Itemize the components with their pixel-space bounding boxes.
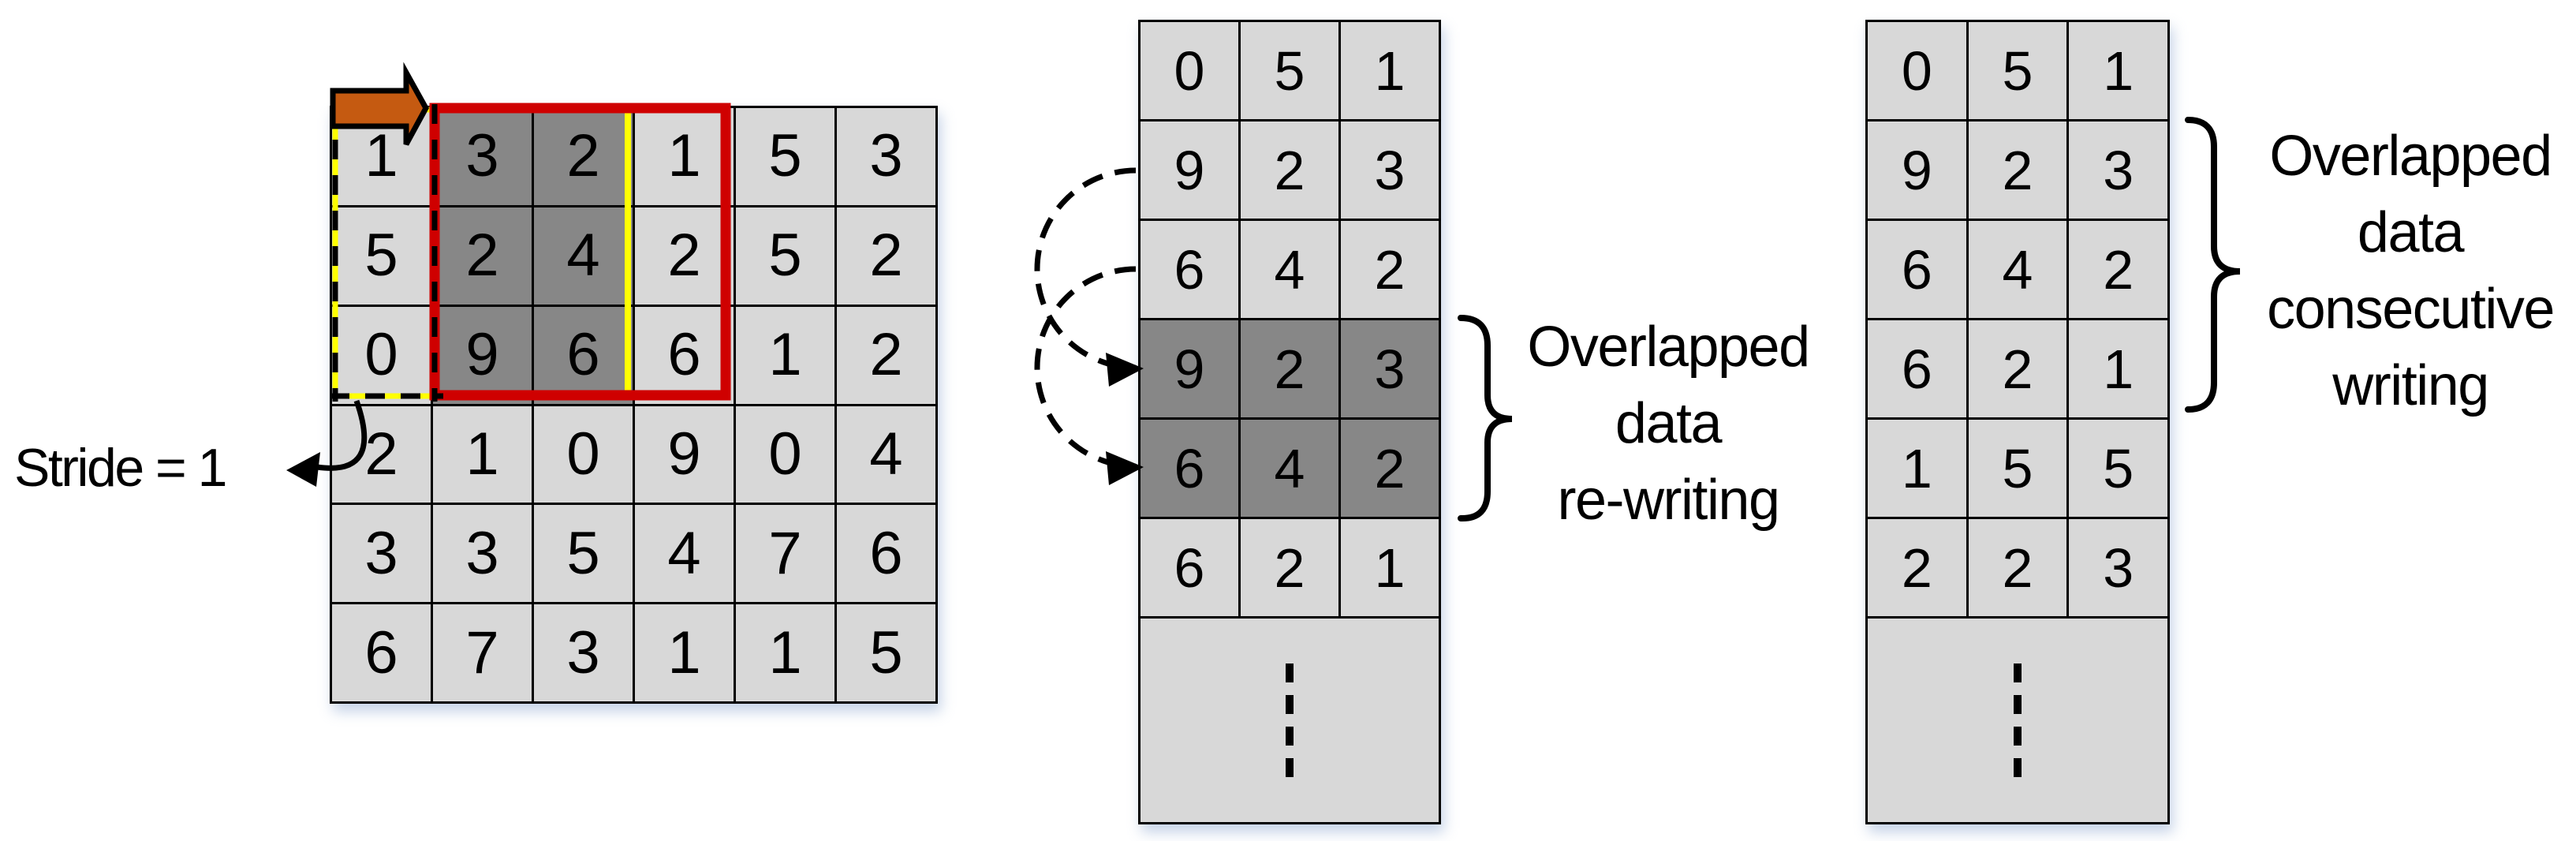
grid-cell: 9 [635,406,734,503]
grid-cell: 4 [837,406,935,503]
grid-cell: 2 [837,306,935,404]
grid-cell: 6 [534,306,633,404]
grid-cell: 5 [837,604,935,701]
grid-cell: 5 [534,505,633,603]
grid-cell: 3 [837,108,935,205]
grid-cell: 1 [433,406,532,503]
rewrite-label-line: re-writing [1557,469,1780,532]
rewrite-arc-2 [1034,266,1137,469]
consecutive-brace [2185,117,2241,413]
grid-cell: 7 [736,505,834,603]
grid-cell: 5 [1968,420,2067,517]
grid-cell: 2 [1241,519,1338,616]
grid-cell: 2 [837,207,935,305]
grid-cell: 7 [433,604,532,701]
grid-cell: 2 [1968,519,2067,616]
grid-cell: 6 [1868,221,1966,318]
grid-cell: 4 [534,207,633,305]
grid-cell: 2 [1241,121,1338,219]
grid-cell: 0 [534,406,633,503]
grid-cell: 6 [1141,221,1238,318]
consecutive-label-line: writing [2332,354,2489,417]
ellipsis-cell [1141,619,1439,822]
grid-cell: 1 [635,604,734,701]
grid-cell: 3 [1341,320,1439,417]
grid-cell: 9 [1141,320,1238,417]
grid-cell: 5 [2069,420,2167,517]
grid-cell: 3 [433,108,532,205]
vertical-ellipsis-icon [1286,663,1294,777]
grid-cell: 0 [1141,22,1238,119]
grid-cell: 3 [1341,121,1439,219]
grid-cell: 4 [1968,221,2067,318]
grid-cell: 1 [332,108,431,205]
grid-cell: 1 [1868,420,1966,517]
grid-cell: 5 [1241,22,1338,119]
consecutive-label-line: Overlapped [2269,125,2552,188]
grid-cell: 0 [1868,22,1966,119]
grid-cell: 4 [1241,420,1338,517]
grid-cell: 1 [635,108,734,205]
grid-cell: 3 [534,604,633,701]
grid-cell: 6 [332,604,431,701]
rewrite-arc-1 [1034,167,1137,371]
grid-cell: 3 [2069,121,2167,219]
grid-cell: 3 [332,505,431,603]
stride-label: Stride = 1 [14,438,227,498]
rewrite-label-line: data [1615,392,1723,455]
grid-cell: 4 [1241,221,1338,318]
rewrite-brace [1458,315,1513,522]
grid-cell: 1 [736,604,834,701]
grid-cell: 9 [1868,121,1966,219]
consecutive-label-line: data [2357,201,2465,264]
grid-cell: 2 [1968,121,2067,219]
grid-cell: 9 [433,306,532,404]
grid-cell: 6 [1868,320,1966,417]
grid-cell: 5 [1968,22,2067,119]
grid-cell: 6 [1141,519,1238,616]
grid-cell: 4 [635,505,734,603]
grid-cell: 3 [2069,519,2167,616]
grid-cell: 2 [1341,221,1439,318]
rewrite-label: Overlapped data re-writing [1506,309,1830,539]
grid-cell: 6 [837,505,935,603]
grid-cell: 9 [1141,121,1238,219]
consecutive-label-line: consecutive [2267,278,2555,341]
ellipsis-cell [1868,619,2167,822]
grid-cell: 5 [736,207,834,305]
grid-cell: 5 [332,207,431,305]
grid-cell: 1 [1341,22,1439,119]
consecutive-label: Overlapped data consecutive writing [2248,118,2573,424]
grid-cell: 2 [1241,320,1338,417]
grid-cell: 6 [1141,420,1238,517]
grid-cell: 2 [433,207,532,305]
grid-cell: 0 [332,306,431,404]
grid-cell: 0 [736,406,834,503]
grid-cell: 2 [1968,320,2067,417]
grid-cell: 3 [433,505,532,603]
grid-cell: 1 [1341,519,1439,616]
grid-cell: 6 [635,306,734,404]
grid-cell: 2 [635,207,734,305]
grid-cell: 2 [332,406,431,503]
stride-pointer-arrowhead-icon [286,452,320,487]
grid-cell: 2 [1868,519,1966,616]
grid-cell: 1 [736,306,834,404]
grid-cell: 2 [2069,221,2167,318]
grid-cell: 1 [2069,22,2167,119]
vertical-ellipsis-icon [2013,663,2022,777]
grid-cell: 2 [1341,420,1439,517]
grid-cell: 1 [2069,320,2167,417]
grid-cell: 2 [534,108,633,205]
rewrite-label-line: Overlapped [1527,316,1810,379]
grid-cell: 5 [736,108,834,205]
